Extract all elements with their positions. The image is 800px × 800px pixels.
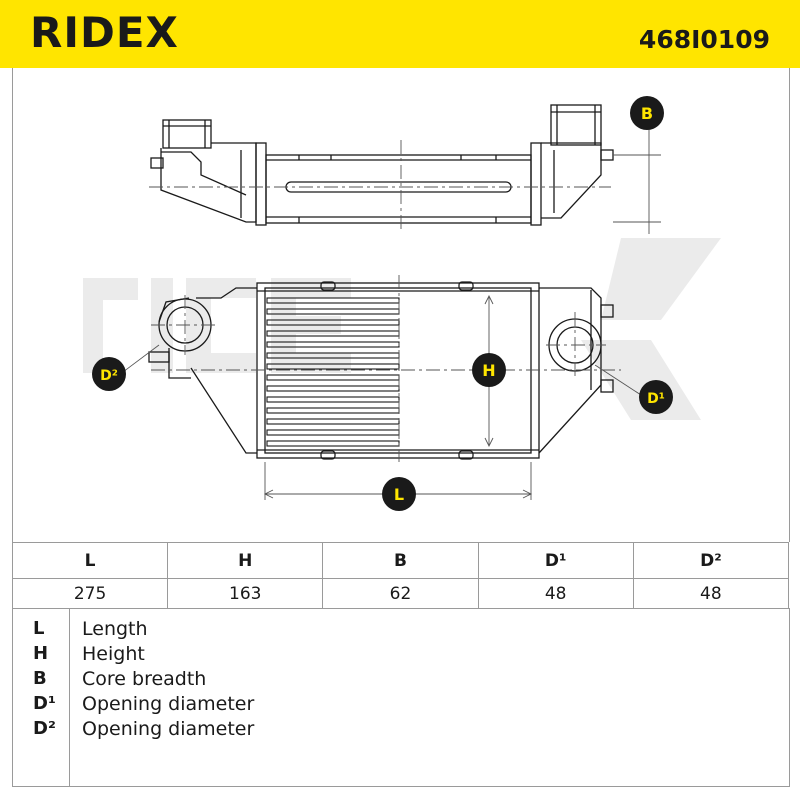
dimensions-value-row: 275 163 62 48 48 [11, 578, 790, 609]
legend-symbol: D² [33, 718, 56, 739]
dimensions-table: L H B D¹ D² 275 163 62 48 48 [11, 542, 790, 609]
technical-drawing-area: B H L D² D¹ [12, 68, 790, 542]
label-b: B [641, 104, 653, 123]
label-d2: D² [100, 368, 118, 384]
legend-item: D¹ Opening diameter [13, 693, 773, 718]
label-h-callout: H [472, 353, 506, 387]
legend-item: B Core breadth [13, 668, 773, 693]
legend-item: L Length [13, 618, 773, 643]
legend-symbol: B [33, 668, 47, 689]
part-number: 468I0109 [638, 25, 770, 54]
label-d1-callout: D¹ [639, 380, 673, 414]
value-cell-h: 163 [167, 578, 324, 609]
value-cell-d1: 48 [477, 578, 634, 609]
header-cell-b: B [322, 542, 479, 579]
label-d2-callout: D² [92, 357, 126, 391]
legend-symbol: D¹ [33, 693, 56, 714]
legend-description: Core breadth [82, 668, 207, 690]
top-view-centerlines [149, 140, 611, 232]
value-cell-d2: 48 [632, 578, 790, 609]
value-cell-b: 62 [322, 578, 479, 609]
ridex-watermark-icon [83, 238, 721, 420]
legend-box: L Length H Height B Core breadth D¹ Open… [12, 608, 790, 787]
legend-symbol: L [33, 618, 45, 639]
diameter-leaders [122, 344, 642, 396]
label-b-callout: B [630, 96, 664, 130]
value-cell-l: 275 [11, 578, 169, 609]
intercooler-drawing: B H L D² D¹ [83, 96, 721, 511]
legend-description: Length [82, 618, 148, 640]
header-cell-d2: D² [632, 542, 790, 579]
header-bar: RIDEX 468I0109 [0, 0, 800, 68]
dimension-b-lines [613, 128, 661, 234]
brand-logo: RIDEX [30, 8, 179, 57]
label-l-callout: L [382, 477, 416, 511]
legend-divider [69, 608, 70, 786]
legend-symbol: H [33, 643, 49, 664]
label-h: H [482, 361, 495, 380]
top-view [150, 104, 614, 226]
front-view-centerlines [151, 275, 621, 462]
legend-item: H Height [13, 643, 773, 668]
dimensions-header-row: L H B D¹ D² [11, 542, 790, 579]
header-cell-l: L [11, 542, 169, 579]
legend-description: Height [82, 643, 145, 665]
legend-description: Opening diameter [82, 693, 255, 715]
legend-description: Opening diameter [82, 718, 255, 740]
header-cell-h: H [167, 542, 324, 579]
label-l: L [394, 485, 404, 504]
header-cell-d1: D¹ [477, 542, 634, 579]
legend-item: D² Opening diameter [13, 718, 773, 743]
label-d1: D¹ [647, 391, 665, 407]
